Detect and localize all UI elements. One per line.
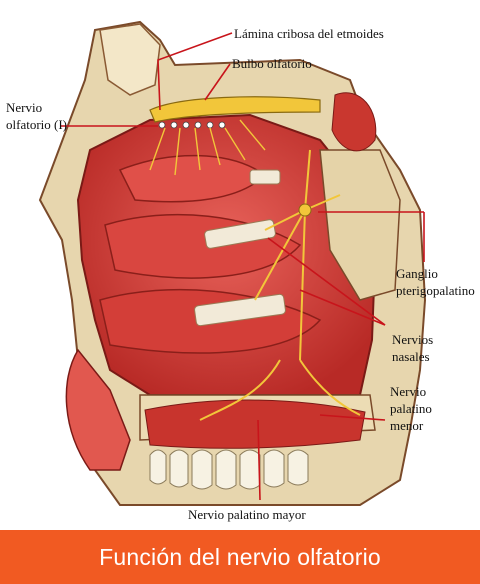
nasal-cavity-illustration — [0, 0, 480, 530]
label-lamina-cribosa: Lámina cribosa del etmoides — [234, 26, 384, 42]
bone-fragment — [250, 170, 280, 184]
label-palatino-mayor: Nervio palatino mayor — [188, 507, 306, 523]
pharynx-tissue — [332, 93, 376, 151]
palate-mucosa — [145, 400, 365, 448]
banner-title: Función del nervio olfatorio — [99, 544, 381, 571]
teeth — [150, 450, 308, 489]
label-palatino-menor-3: menor — [390, 418, 423, 434]
label-nervios-nasales-1: Nervios — [392, 332, 433, 348]
label-palatino-menor-2: palatino — [390, 401, 432, 417]
label-nervio-olfatorio-1: Nervio — [6, 100, 42, 116]
label-nervios-nasales-2: nasales — [392, 349, 430, 365]
label-ganglio-1: Ganglio — [396, 266, 438, 282]
label-palatino-menor-1: Nervio — [390, 384, 426, 400]
title-banner: Función del nervio olfatorio — [0, 530, 480, 584]
label-nervio-olfatorio-2: olfatorio (I) — [6, 117, 67, 133]
label-ganglio-2: pterigopalatino — [396, 283, 475, 299]
label-bulbo-olfatorio: Bulbo olfatorio — [232, 56, 312, 72]
pterygopalatine-ganglion — [299, 204, 311, 216]
